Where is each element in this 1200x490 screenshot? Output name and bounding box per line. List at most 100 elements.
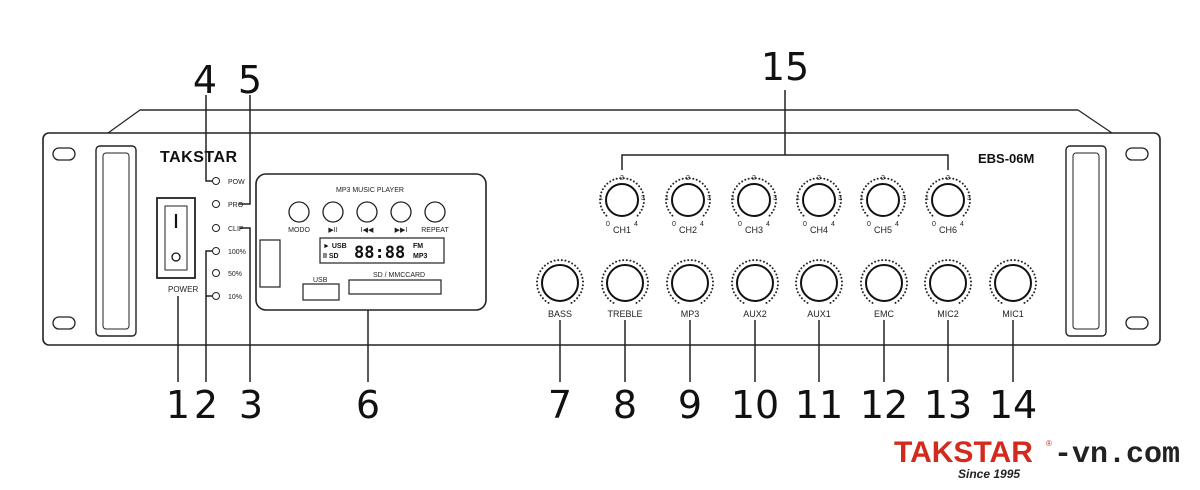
knob-scale-mark: 4 — [634, 221, 638, 228]
rack-slot-bottom-left — [52, 316, 76, 330]
knob-aux1[interactable] — [795, 259, 843, 304]
knob-scale-mark: 4 — [766, 221, 770, 228]
knob-scale-mark: 1 — [599, 195, 603, 202]
callout-15: 15 — [761, 45, 809, 89]
brand-logo: TAKSTAR — [160, 149, 238, 166]
knob-scale-mark: 3 — [838, 195, 842, 202]
knob-ch2[interactable]: 0 1 2 3 4 — [665, 175, 711, 228]
knob-mp3[interactable] — [666, 259, 714, 304]
usb-port-label: USB — [313, 277, 328, 284]
knob-scale-mark: 0 — [932, 221, 936, 228]
callout-13: 13 — [924, 383, 972, 427]
watermark-since: Since 1995 — [958, 467, 1020, 481]
model-number: EBS-06M — [978, 151, 1034, 166]
knob-scale-mark: 2 — [881, 175, 885, 182]
knob-label-ch1: CH1 — [613, 225, 631, 235]
knob-mic1[interactable] — [989, 259, 1037, 304]
knob-label-aux1: AUX1 — [807, 309, 831, 319]
callout-leader-3 — [240, 227, 251, 382]
mp3-mode-button[interactable] — [288, 201, 310, 223]
sd-slot-label: SD / MMCCARD — [373, 272, 425, 279]
knob-scale-mark: 3 — [707, 195, 711, 202]
knob-scale-mark: 0 — [672, 221, 676, 228]
knob-label-mp3: MP3 — [681, 309, 700, 319]
watermark-brand: TAKSTAR — [894, 436, 1033, 469]
mp3-player-module — [255, 173, 487, 311]
knob-label-ch5: CH5 — [874, 225, 892, 235]
knob-scale-mark: 1 — [665, 195, 669, 202]
callout-4: 4 — [193, 58, 217, 102]
mp3-button-label-play: ▶II — [328, 227, 337, 234]
knob-label-bass: BASS — [548, 309, 572, 319]
indicator-label-pro: PRO — [228, 202, 244, 209]
knob-label-ch4: CH4 — [810, 225, 828, 235]
usb-port[interactable] — [302, 283, 340, 301]
knob-scale-mark: 2 — [620, 175, 624, 182]
callout-3: 3 — [239, 383, 263, 427]
handle-left — [95, 145, 137, 337]
knob-scale-mark: 2 — [946, 175, 950, 182]
lcd-display — [319, 237, 445, 264]
power-switch[interactable] — [156, 197, 196, 279]
mp3-next-button[interactable] — [390, 201, 412, 223]
mp3-title: MP3 MUSIC PLAYER — [336, 187, 404, 194]
mp3-play-pause-button[interactable] — [322, 201, 344, 223]
knob-label-mic2: MIC2 — [937, 309, 959, 319]
callout-2: 2 — [194, 383, 218, 427]
knob-label-treble: TREBLE — [607, 309, 642, 319]
indicator-label-50: 50% — [228, 271, 242, 278]
knob-scale-mark: 2 — [817, 175, 821, 182]
knob-scale-mark: 3 — [902, 195, 906, 202]
knob-scale-mark: 2 — [752, 175, 756, 182]
chassis-top-outline — [107, 109, 1113, 134]
mp3-previous-button[interactable] — [356, 201, 378, 223]
channel-volume-knobs: 01234CH101234CH201234CH301234CH401234CH5… — [599, 175, 971, 235]
rack-slot-top-right — [1125, 147, 1149, 161]
callout-5: 5 — [238, 58, 262, 102]
knob-scale-mark: 4 — [960, 221, 964, 228]
knob-aux2[interactable] — [731, 259, 779, 304]
callout-8: 8 — [613, 383, 637, 427]
knob-scale-mark: 0 — [738, 221, 742, 228]
knob-scale-mark: 1 — [860, 195, 864, 202]
knob-ch5[interactable]: 0 1 2 3 4 — [860, 175, 906, 228]
watermark-domain: -vn.com — [1054, 438, 1180, 472]
knob-mic2[interactable] — [924, 259, 972, 304]
sd-card-slot[interactable] — [348, 279, 442, 295]
lcd-sd-indicator: II SD — [323, 253, 339, 260]
mp3-button-label-repeat: REPEAT — [421, 227, 449, 234]
watermark-registered-mark: ® — [1046, 439, 1052, 448]
knob-emc[interactable] — [860, 259, 908, 304]
knob-label-ch2: CH2 — [679, 225, 697, 235]
knob-label-aux2: AUX2 — [743, 309, 767, 319]
knob-label-ch6: CH6 — [939, 225, 957, 235]
lcd-digits: 88:88 — [354, 243, 405, 263]
indicator-label-100: 100% — [228, 249, 246, 256]
mp3-repeat-button[interactable] — [424, 201, 446, 223]
knob-label-ch3: CH3 — [745, 225, 763, 235]
knob-label-emc: EMC — [874, 309, 895, 319]
knob-bass[interactable] — [536, 259, 584, 304]
rack-slot-bottom-right — [1125, 316, 1149, 330]
callout-6: 6 — [356, 383, 380, 427]
knob-scale-mark: 3 — [641, 195, 645, 202]
knob-treble[interactable] — [601, 259, 649, 304]
mp3-button-label-next: ▶▶I — [395, 227, 408, 234]
knob-scale-mark: 4 — [700, 221, 704, 228]
rack-slot-top-left — [52, 147, 76, 161]
knob-scale-mark: 4 — [895, 221, 899, 228]
callout-1: 1 — [166, 383, 190, 427]
lcd-fm-indicator: FM — [413, 243, 423, 250]
knob-scale-mark: 1 — [925, 195, 929, 202]
knob-scale-mark: 0 — [867, 221, 871, 228]
lcd-usb-indicator: ► USB — [323, 243, 347, 250]
knob-scale-mark: 2 — [686, 175, 690, 182]
callout-12: 12 — [860, 383, 908, 427]
indicator-label-10: 10% — [228, 294, 242, 301]
